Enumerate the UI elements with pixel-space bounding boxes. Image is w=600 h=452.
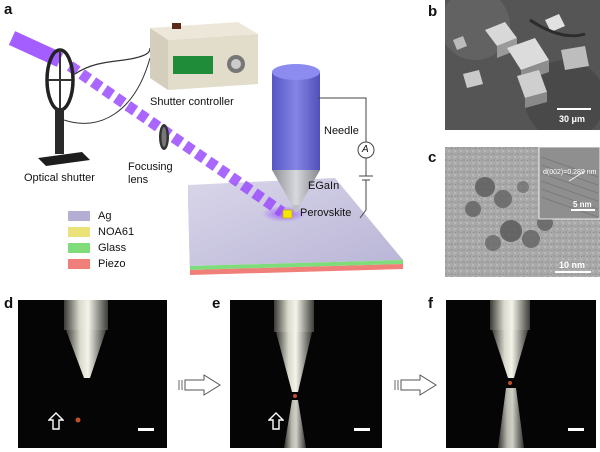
label-optical-shutter: Optical shutter xyxy=(24,172,95,184)
panel-label-e: e xyxy=(212,295,221,312)
legend-swatch-glass xyxy=(68,243,90,253)
label-egain: EGaIn xyxy=(308,180,340,192)
schematic-illustration xyxy=(8,22,403,275)
tem-scale-label: 10 nm xyxy=(559,260,586,270)
shutter-cable xyxy=(74,47,151,75)
label-focusing: Focusing xyxy=(128,161,173,173)
right-arrow-icon xyxy=(178,374,221,396)
legend-text-piezo: Piezo xyxy=(98,258,126,270)
panel-label-d: d xyxy=(4,295,14,312)
label-lens: lens xyxy=(128,174,149,186)
ammeter-label: A xyxy=(362,144,369,155)
ammeter-circle xyxy=(357,141,375,159)
panel-label-c: c xyxy=(428,149,437,166)
optical-scale-bar-e xyxy=(354,428,370,431)
needle-contacting-crystal-e xyxy=(274,300,314,448)
tem-image: d(002)=0.289 nm 5 nm 10 nm xyxy=(445,147,600,277)
optical-scale-bar-f xyxy=(568,428,584,431)
tem-scale-bar xyxy=(555,271,591,273)
sem-image: 30 μm xyxy=(445,0,600,130)
perovskite-crystal xyxy=(282,209,293,219)
tem-inset-scale-bar xyxy=(571,209,595,211)
label-perovskite: Perovskite xyxy=(300,207,352,219)
up-arrow-icon xyxy=(268,412,284,430)
legend-swatch-noa61 xyxy=(68,227,90,237)
substrate-stage xyxy=(188,178,403,275)
needle-above-crystal-d xyxy=(64,300,108,423)
right-arrow-icon xyxy=(394,374,437,396)
tem-lattice-label: d(002)=0.289 nm xyxy=(543,169,597,176)
panel-label-f: f xyxy=(428,295,433,312)
tem-nanocrystals xyxy=(445,147,600,277)
needle-drawing xyxy=(272,64,320,212)
sem-crystals xyxy=(445,0,600,130)
shutter-controller-box xyxy=(150,22,258,90)
panel-label-a: a xyxy=(4,1,13,18)
optical-shutter-drawing xyxy=(38,48,90,166)
legend-swatch-piezo xyxy=(68,259,90,269)
sem-scale-bar xyxy=(557,108,591,110)
optical-scale-bar-d xyxy=(138,428,154,431)
tem-inset-scale-label: 5 nm xyxy=(573,200,592,209)
sem-scale-label: 30 μm xyxy=(559,114,586,124)
optical-image-d xyxy=(18,300,167,448)
circuit-wiring xyxy=(318,97,373,219)
legend-text-noa61: NOA61 xyxy=(98,226,135,238)
optical-image-e xyxy=(230,300,382,448)
up-arrow-icon xyxy=(48,412,64,430)
label-shutter-controller: Shutter controller xyxy=(150,96,234,108)
focusing-lens-drawing xyxy=(159,124,169,150)
needle-retracted-f xyxy=(490,300,530,448)
panel-label-b: b xyxy=(428,3,438,20)
legend-text-ag: Ag xyxy=(98,210,112,222)
label-needle: Needle xyxy=(324,125,359,137)
optical-image-f xyxy=(446,300,596,448)
legend-swatch-ag xyxy=(68,211,90,221)
legend-text-glass: Glass xyxy=(98,242,127,254)
